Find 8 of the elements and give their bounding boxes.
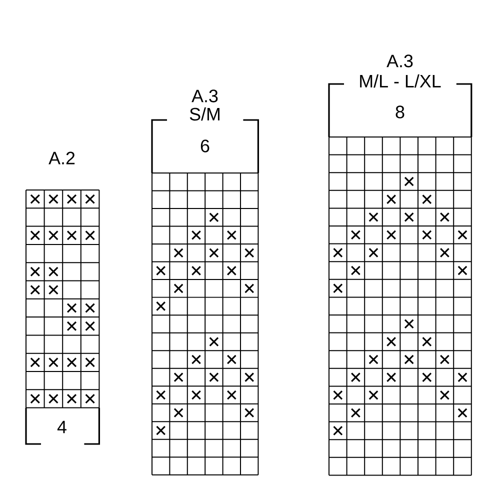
chart-title: A.3 [192,90,218,102]
size-label: M/L - L/XL [360,74,441,88]
stitch-count: 8 [396,106,404,118]
size-label: S/M [190,107,220,121]
stitch-count: 4 [57,420,66,434]
chart-title: A.2 [48,152,75,164]
stitch-count: 6 [200,140,210,152]
chart-title: A.3 [386,54,413,68]
